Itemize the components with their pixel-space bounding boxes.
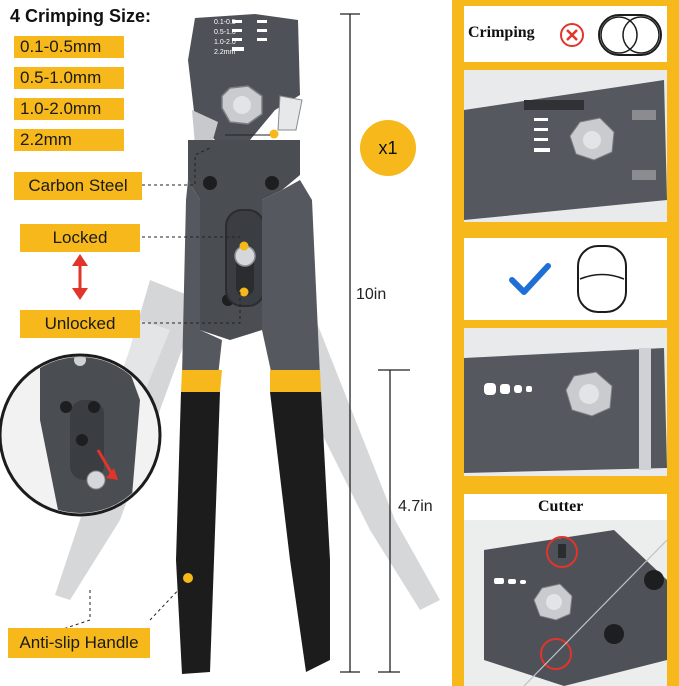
size-label-4: 2.2mm [14,129,124,151]
carbon-steel-label: Carbon Steel [14,172,142,200]
rivet [265,176,279,190]
crimping-size-title: 4 Crimping Size: [10,6,152,26]
cutter-title: Cutter [538,498,584,515]
rivet [203,176,217,190]
upper-jaw [188,14,300,140]
jaw-mark: 0.5-1.0 [214,29,236,36]
lock-detail-inset [0,353,162,517]
quantity-badge: x1 [360,120,416,176]
pivot-bolt [221,85,263,125]
left-handle-metal [182,180,222,376]
size-label-3: 1.0-2.0mm [14,98,124,120]
jaw-mark: 2.2mm [214,49,236,56]
panel-crimping-correct [452,230,679,484]
jaw-photo-wrong [464,80,667,220]
panel-body: Cutter [464,494,667,686]
panel-header: Crimping [464,6,667,62]
cutter-blade [277,95,303,131]
size-label-1: 0.1-0.5mm [14,36,124,58]
indicator-dot [239,241,249,251]
oval-shape-icon [577,245,627,313]
jaw-size-marks: 0.1-0.5 0.5-1.0 1.0-2.0 2.2mm [214,19,236,56]
left-grip [176,392,220,674]
crimping-title: Crimping [468,24,535,41]
pliers-illustration: 0.1-0.5 0.5-1.0 1.0-2.0 2.2mm [0,13,440,674]
crimp-slots [232,20,267,51]
size-label-2: 0.5-1.0mm [14,67,124,89]
indicator-dot [269,129,279,139]
jaw-photo-correct [464,348,667,473]
circle-x-icon [560,23,584,47]
right-grip [270,392,330,672]
left-handle-band [181,370,222,392]
locked-label: Locked [20,224,140,252]
anti-slip-handle-label: Anti-slip Handle [8,628,150,658]
panel-header [464,238,667,320]
dimension-lines [340,13,410,673]
two-circles-shape-icon [598,14,662,56]
jaw-mark: 1.0-2.0 [214,39,236,46]
leader-lines [59,134,270,631]
jaw-mark: 0.1-0.5 [214,19,236,26]
jaw-photo-cutter [464,520,667,686]
unlocked-label: Unlocked [20,310,140,338]
indicator-dot [239,287,249,297]
length-total-label: 10in [356,286,387,303]
panel-cutter: Cutter [452,484,679,686]
length-handle-label: 4.7in [398,498,433,515]
up-down-arrow-icon [72,254,88,300]
panel-photo [464,328,667,476]
panel-crimping-wrong: Crimping [452,0,679,230]
right-handle-metal [262,180,320,376]
panel-photo [464,70,667,222]
handle-dot [183,573,193,583]
check-icon [509,263,551,295]
right-handle-band [270,370,321,392]
